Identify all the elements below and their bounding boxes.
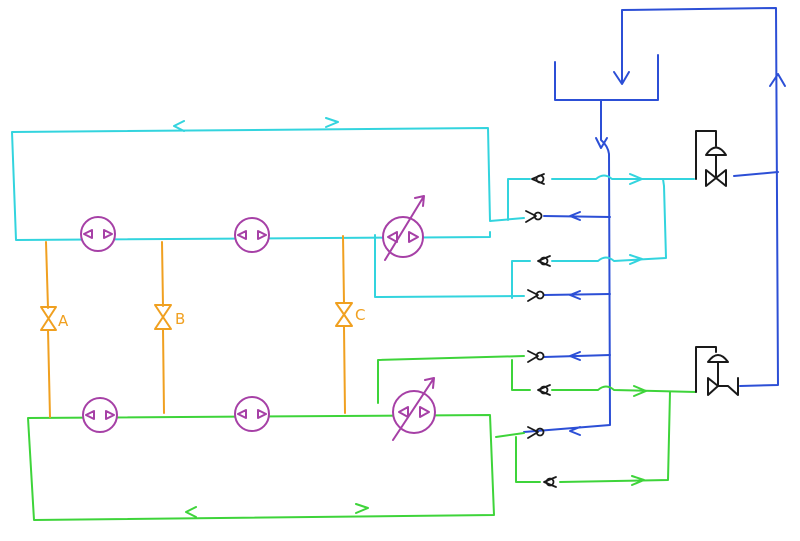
cyan-branch-mid bbox=[511, 178, 667, 299]
check-valve-6 bbox=[537, 384, 551, 396]
check-valve-4 bbox=[527, 289, 545, 302]
cyan-top-arrow-right bbox=[325, 117, 339, 128]
cyan-branch-top bbox=[507, 174, 695, 221]
branch-2 bbox=[543, 293, 611, 296]
branch-4-arrow bbox=[569, 426, 581, 436]
pump-2 bbox=[234, 217, 270, 253]
orange-links bbox=[40, 235, 353, 418]
green-bottom-arrow-right bbox=[355, 503, 369, 514]
green-arrow-1 bbox=[633, 385, 647, 397]
riser-up-arrow bbox=[769, 73, 786, 87]
valve-c-label: C bbox=[355, 306, 365, 324]
branch-1 bbox=[543, 215, 611, 218]
blue-supply-circuit bbox=[523, 7, 786, 436]
cyan-top-arrow-left bbox=[173, 120, 185, 132]
cyan-arrow-2 bbox=[629, 254, 643, 265]
pump-4 bbox=[234, 396, 270, 432]
branch-1-arrow bbox=[569, 211, 581, 221]
actuated-valve-top bbox=[695, 130, 727, 187]
tank-return-line bbox=[621, 7, 779, 387]
check-valve-1 bbox=[531, 173, 545, 185]
green-upper-line bbox=[377, 355, 525, 404]
check-valve-5 bbox=[527, 350, 545, 363]
supply-header bbox=[523, 99, 611, 433]
variable-pump-bottom bbox=[392, 377, 436, 441]
check-valves bbox=[525, 173, 557, 488]
green-bottom-arrow-left bbox=[185, 506, 197, 518]
link-c bbox=[342, 235, 346, 414]
check-valve-7 bbox=[527, 426, 545, 439]
valve-a bbox=[40, 306, 57, 331]
branch-2-arrow bbox=[569, 290, 581, 300]
header-down-arrow bbox=[595, 137, 608, 149]
green-branch-bottom bbox=[495, 391, 671, 483]
actuated-valve-bottom bbox=[695, 346, 739, 396]
pump-1 bbox=[80, 216, 116, 252]
check-valve-2 bbox=[525, 210, 543, 223]
valve-b bbox=[154, 304, 172, 330]
link-b bbox=[161, 241, 165, 414]
tank-return-arrow bbox=[613, 71, 630, 85]
valve-b-label: B bbox=[175, 310, 185, 328]
variable-pump-top bbox=[382, 195, 425, 261]
actuator-top-feed bbox=[733, 171, 779, 177]
green-main-loop bbox=[27, 414, 495, 521]
cyan-circuit bbox=[11, 117, 695, 299]
supply-tank bbox=[554, 54, 659, 101]
check-valve-8 bbox=[543, 476, 557, 488]
link-a bbox=[45, 241, 51, 418]
green-circuit bbox=[27, 355, 697, 521]
check-valve-3 bbox=[537, 255, 551, 267]
cyan-arrow-1 bbox=[629, 173, 643, 185]
actuated-valves bbox=[695, 130, 739, 396]
green-branch-top bbox=[511, 359, 697, 393]
branch-3-arrow bbox=[569, 351, 581, 361]
cyan-lower-line bbox=[374, 234, 525, 298]
pump-3 bbox=[82, 397, 118, 433]
valve-c bbox=[335, 302, 353, 327]
branch-3 bbox=[543, 354, 611, 358]
green-arrow-2 bbox=[631, 475, 645, 486]
valve-a-label: A bbox=[58, 312, 69, 330]
pumps bbox=[80, 195, 436, 441]
